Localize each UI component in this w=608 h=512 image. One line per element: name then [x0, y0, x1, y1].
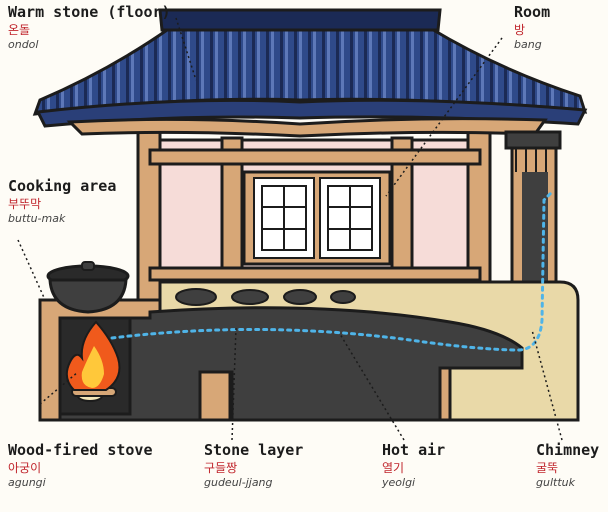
label-stove-rom: agungi — [8, 477, 153, 490]
label-stone-en: Stone layer — [204, 442, 303, 459]
label-floor-rom: ondol — [8, 39, 171, 52]
label-room-en: Room — [514, 4, 550, 21]
cooking-pot — [48, 262, 128, 312]
label-stone-ko: 구들짱 — [204, 462, 303, 476]
label-chimney-en: Chimney — [536, 442, 599, 459]
label-stone-rom: gudeul-jjang — [204, 477, 303, 490]
label-chimney: Chimney 굴뚝 gulttuk — [536, 442, 599, 490]
lattice-window — [244, 172, 390, 264]
label-hotair-rom: yeolgi — [382, 477, 445, 490]
label-room-rom: bang — [514, 39, 550, 52]
label-cooking-en: Cooking area — [8, 178, 116, 195]
label-cooking-rom: buttu-mak — [8, 213, 116, 226]
label-hotair-en: Hot air — [382, 442, 445, 459]
label-room-ko: 방 — [514, 24, 550, 38]
label-floor: Warm stone (floor) 온돌 ondol — [8, 4, 171, 52]
label-hotair-ko: 열기 — [382, 462, 445, 476]
label-stone: Stone layer 구들짱 gudeul-jjang — [204, 442, 303, 490]
label-chimney-rom: gulttuk — [536, 477, 599, 490]
label-floor-en: Warm stone (floor) — [8, 4, 171, 21]
label-stove: Wood-fired stove 아궁이 agungi — [8, 442, 153, 490]
label-stove-ko: 아궁이 — [8, 462, 153, 476]
label-stove-en: Wood-fired stove — [8, 442, 153, 459]
label-hotair: Hot air 열기 yeolgi — [382, 442, 445, 490]
wood-fired-stove — [60, 318, 130, 414]
label-chimney-ko: 굴뚝 — [536, 462, 599, 476]
label-room: Room 방 bang — [514, 4, 550, 52]
label-floor-ko: 온돌 — [8, 24, 171, 38]
label-cooking: Cooking area 부뚜막 buttu-mak — [8, 178, 116, 226]
label-cooking-ko: 부뚜막 — [8, 198, 116, 212]
